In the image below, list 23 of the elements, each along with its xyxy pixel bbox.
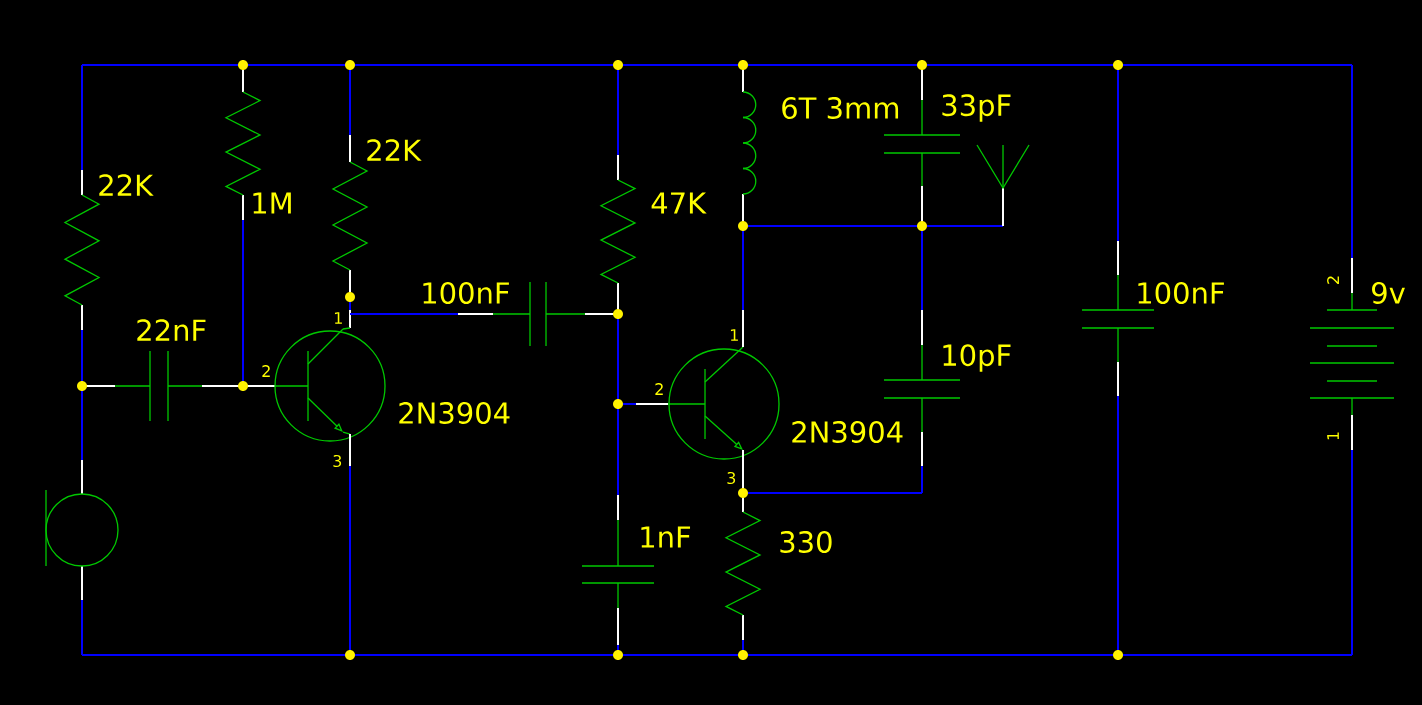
pin-number: 2 <box>1327 276 1339 284</box>
pin-number: 1 <box>1327 432 1339 440</box>
component-value: 9v <box>1372 282 1405 304</box>
pin-number: 1 <box>730 329 738 341</box>
component-value: 33pF <box>942 94 1011 122</box>
component-value: 2N3904 <box>792 421 903 443</box>
pin-number: 3 <box>727 471 736 485</box>
component-value: 6T 3mm <box>782 97 899 119</box>
component-value: 47K <box>651 192 707 214</box>
component-value: 330 <box>780 531 832 553</box>
component-value: 10pF <box>943 344 1011 372</box>
component-value: 100nF <box>423 282 509 304</box>
component-value: 22K <box>99 174 154 196</box>
component-value: 22K <box>367 139 422 161</box>
component-value: 22nF <box>137 319 206 341</box>
pin-number: 2 <box>262 365 270 377</box>
component-value: 1nF <box>641 526 691 548</box>
pin-number: 1 <box>334 312 342 324</box>
pin-number: 2 <box>655 383 663 395</box>
component-value: 100nF <box>1138 282 1224 304</box>
component-value: 2N3904 <box>399 402 510 424</box>
component-value: 1M <box>253 192 291 214</box>
pin-number: 3 <box>333 454 342 468</box>
